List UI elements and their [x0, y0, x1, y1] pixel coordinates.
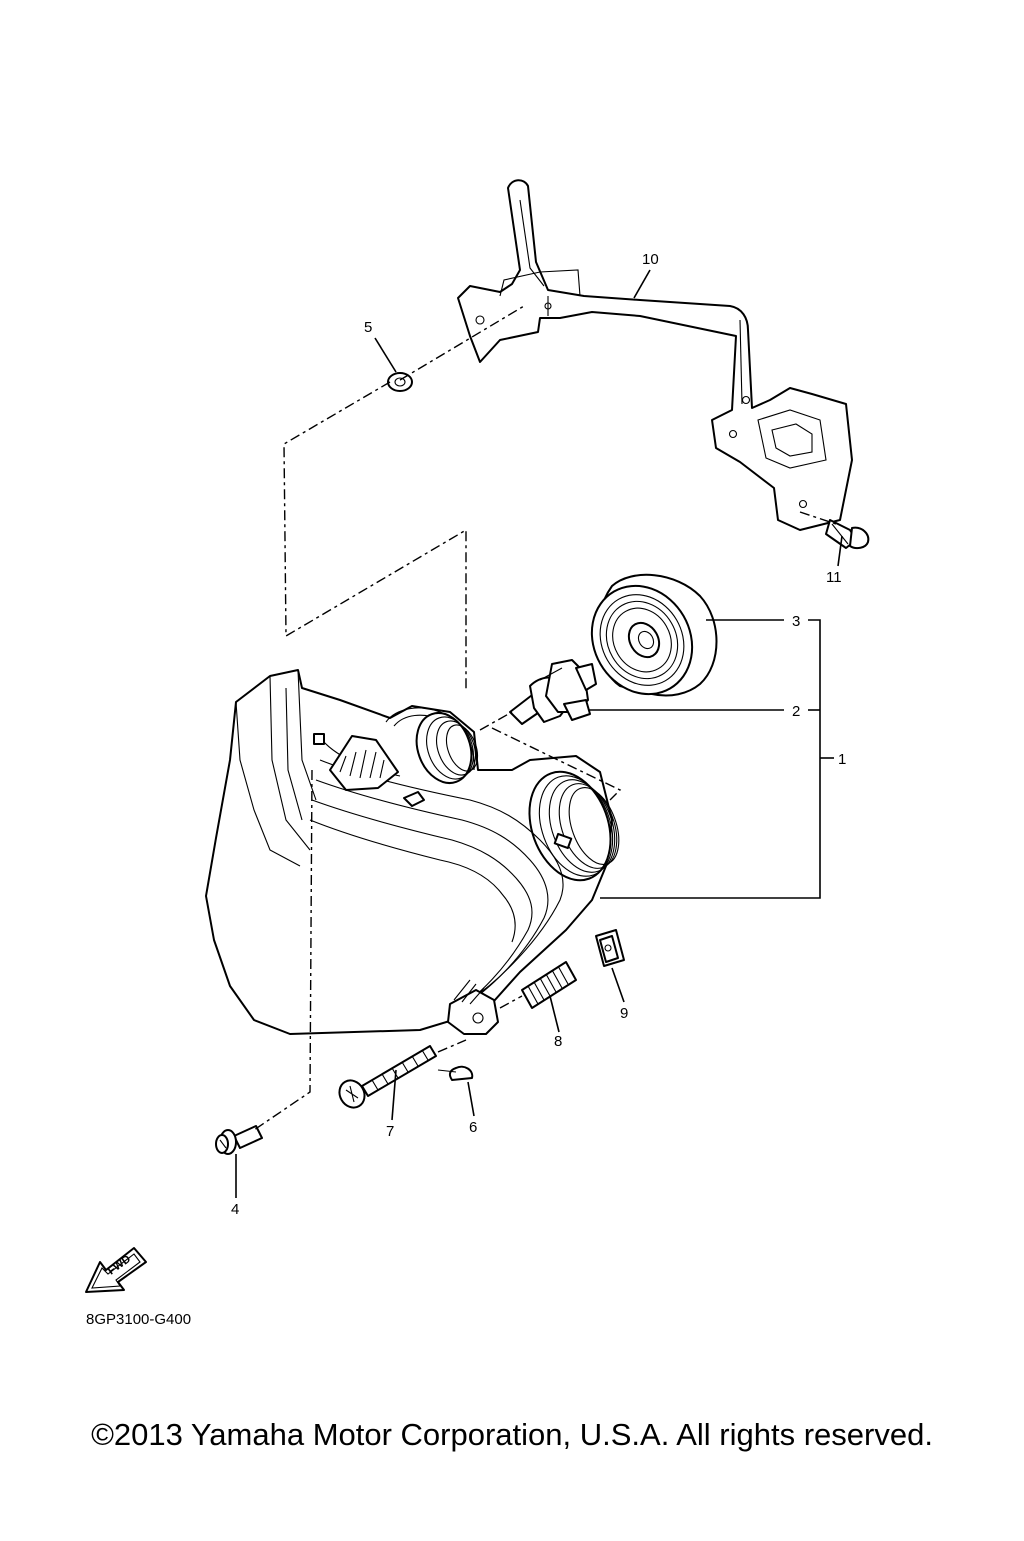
callout-7: 7	[386, 1123, 394, 1140]
bolt-part-11	[825, 519, 870, 550]
fwd-arrow-icon: FWD	[85, 1247, 147, 1293]
callout-2: 2	[792, 703, 800, 720]
headlight-assembly-part-1	[205, 669, 620, 1035]
bulb-part-2	[509, 659, 597, 725]
callout-1: 1	[838, 751, 846, 768]
leader-lines	[235, 269, 843, 1198]
callout-11: 11	[826, 569, 842, 586]
callout-3: 3	[792, 613, 800, 630]
clip-part-6	[437, 1065, 474, 1081]
assembly-lines	[253, 305, 837, 1131]
socket-cover-part-3	[590, 573, 718, 697]
callouts: 5 10 11 3 2 1 9 8 6 7 4	[231, 251, 846, 1218]
diagram-code: 8GP3100-G400	[86, 1311, 191, 1328]
clip-nut-part-9	[595, 929, 625, 967]
washer-part-5	[387, 372, 413, 392]
screw-part-4	[215, 1125, 263, 1155]
callout-4: 4	[231, 1201, 239, 1218]
callout-6: 6	[469, 1119, 477, 1136]
callout-9: 9	[620, 1005, 628, 1022]
spring-part-8	[521, 961, 577, 1009]
callout-5: 5	[364, 319, 372, 336]
callout-8: 8	[554, 1033, 562, 1050]
callout-10: 10	[642, 251, 659, 268]
copyright-notice: ©2013 Yamaha Motor Corporation, U.S.A. A…	[91, 1417, 933, 1452]
adjusting-screw-part-7	[338, 1045, 437, 1109]
headlight-stay-part	[457, 179, 853, 531]
